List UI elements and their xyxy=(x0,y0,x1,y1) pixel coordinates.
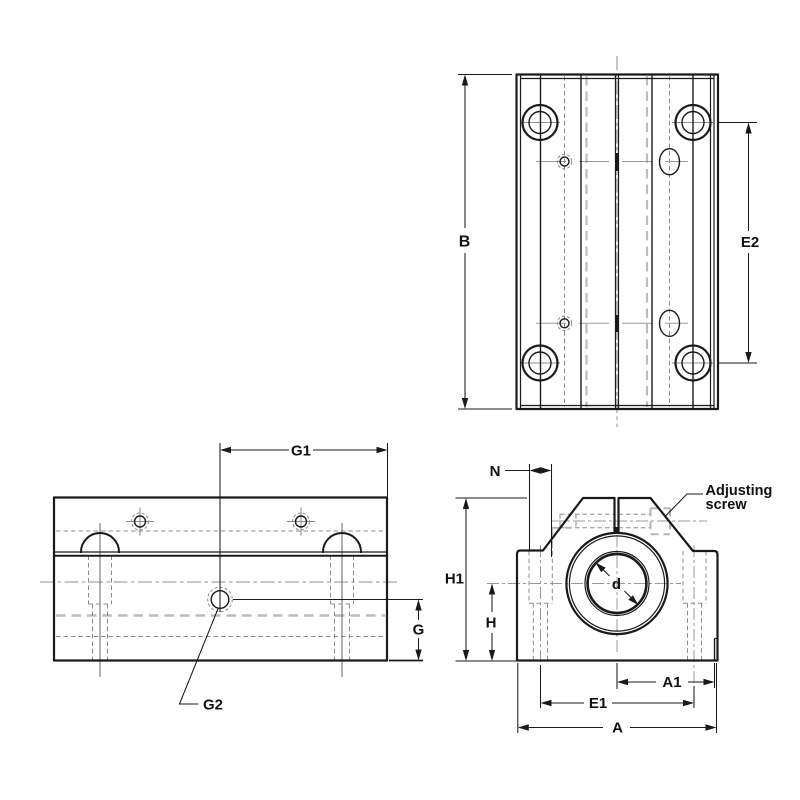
dim-B: B xyxy=(458,73,512,410)
seam-mark-bottom xyxy=(615,315,619,332)
dim-N: N xyxy=(490,463,553,557)
front-view: d N H1 H xyxy=(445,463,773,737)
seam-mark-top xyxy=(615,153,619,171)
bolt-hole xyxy=(681,110,705,135)
top-view-holes xyxy=(521,103,712,382)
top-view: B E2 xyxy=(458,56,759,427)
dim-G1: G1 xyxy=(219,443,389,612)
front-view-centerlines xyxy=(487,507,707,686)
dim-label-H: H xyxy=(486,615,497,632)
callout-line1: Adjusting xyxy=(706,483,773,499)
thread-hole-dashed xyxy=(556,153,573,170)
bolt-hole xyxy=(521,344,559,382)
dim-A1: A1 xyxy=(616,663,716,691)
dim-label-H1: H1 xyxy=(445,571,464,588)
dim-label-d: d xyxy=(612,576,621,593)
dim-d: d xyxy=(595,562,639,606)
dim-H1: H1 xyxy=(445,497,530,662)
bolt-hole xyxy=(528,110,552,135)
slot-hole xyxy=(658,309,681,337)
top-hole xyxy=(133,515,147,528)
dim-E1: E1 xyxy=(539,665,695,712)
bolt-hole xyxy=(681,351,705,375)
dome-right xyxy=(321,532,363,554)
dim-label-G2: G2 xyxy=(203,697,223,714)
dim-label-N: N xyxy=(490,463,501,480)
dim-label-A: A xyxy=(612,720,623,737)
thread-hole xyxy=(559,318,570,329)
callout-leader xyxy=(664,493,703,517)
dim-label-G: G xyxy=(413,622,425,639)
dim-H: H xyxy=(486,583,497,661)
slot-hole xyxy=(658,147,681,176)
callout-line2: screw xyxy=(706,497,748,513)
dim-label-E2: E2 xyxy=(741,234,759,251)
dim-E2: E2 xyxy=(718,121,759,364)
bolt-hole xyxy=(674,344,712,382)
dim-A: A xyxy=(517,663,718,737)
thread-hole xyxy=(559,156,570,167)
bolt-hole xyxy=(674,103,712,142)
housing-bore-inner xyxy=(568,535,666,632)
bolt-hole xyxy=(528,351,552,375)
clamp-slit xyxy=(614,527,619,533)
adjusting-screw-callout: Adjusting screw xyxy=(664,483,773,517)
top-view-body xyxy=(515,73,720,411)
top-hole xyxy=(294,515,308,528)
dim-G: G xyxy=(233,598,425,662)
dim-G2: G2 xyxy=(178,607,223,714)
dim-label-B: B xyxy=(459,234,471,251)
bolt-hole xyxy=(521,103,559,142)
dim-label-A1: A1 xyxy=(662,674,681,691)
side-view: G1 G G2 xyxy=(40,443,424,714)
shaft-bore-outer xyxy=(584,550,650,617)
housing-bore xyxy=(565,531,669,636)
thread-hole-dashed xyxy=(556,315,573,331)
shaft-bore xyxy=(586,552,648,615)
front-view-body xyxy=(515,496,719,662)
top-view-centerlines xyxy=(520,56,713,427)
dim-label-G1: G1 xyxy=(291,443,311,460)
dome-left xyxy=(79,532,121,554)
dim-label-E1: E1 xyxy=(589,695,607,712)
